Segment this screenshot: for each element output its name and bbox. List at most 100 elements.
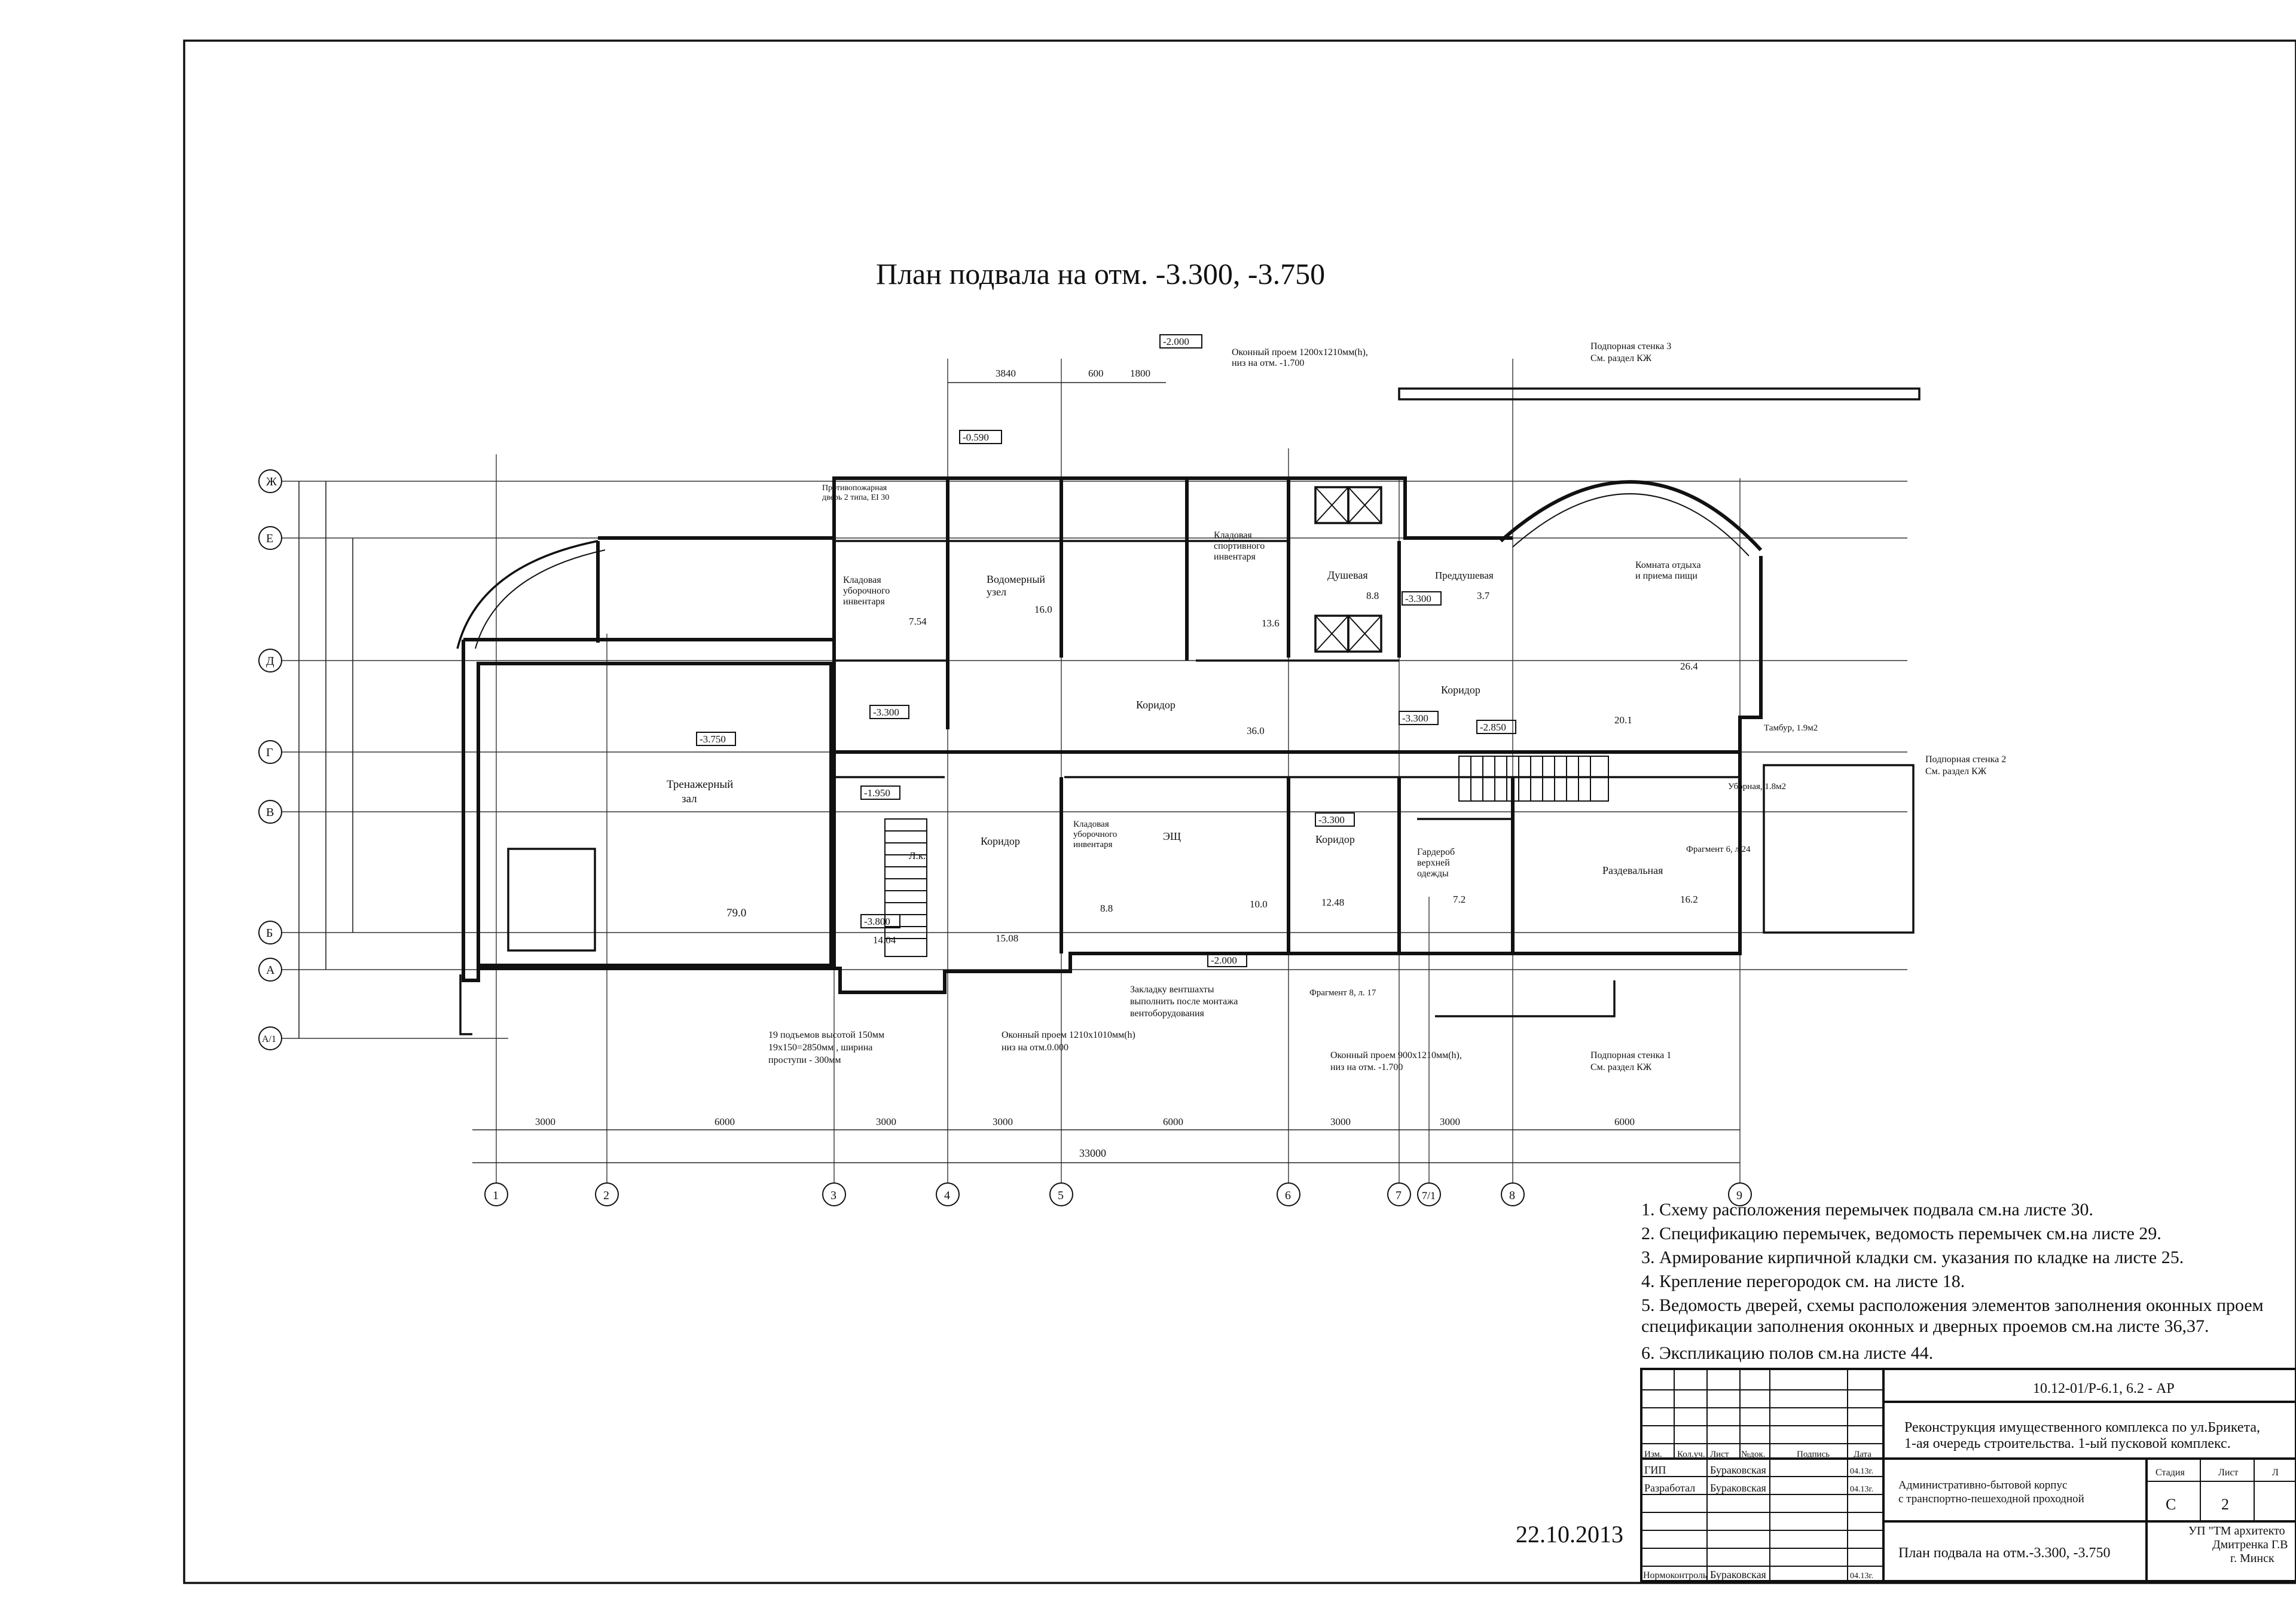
svg-text:7.2: 7.2 <box>1453 894 1465 905</box>
svg-text:6000: 6000 <box>715 1116 735 1127</box>
svg-text:Нормоконтроль: Нормоконтроль <box>1643 1570 1707 1581</box>
svg-text:Водомерный: Водомерный <box>987 573 1045 585</box>
svg-text:7: 7 <box>1396 1189 1402 1202</box>
drawing-date: 22.10.2013 <box>1516 1521 1623 1548</box>
svg-text:19х150=2850мм , ширина: 19х150=2850мм , ширина <box>768 1043 872 1053</box>
svg-text:дверь 2 типа, EI 30: дверь 2 типа, EI 30 <box>822 493 889 502</box>
svg-text:инвентаря: инвентаря <box>1073 840 1113 849</box>
svg-text:3000: 3000 <box>876 1116 896 1127</box>
svg-text:6. Экспликацию полов см.на ли: 6. Экспликацию полов см.на листе 44. <box>1641 1343 1933 1363</box>
svg-text:спортивного: спортивного <box>1214 541 1265 551</box>
svg-text:7.54: 7.54 <box>909 616 927 627</box>
svg-text:№док.: №док. <box>1741 1450 1765 1459</box>
svg-text:Бураковская: Бураковская <box>1710 1569 1766 1581</box>
svg-text:Лист: Лист <box>1710 1450 1729 1459</box>
svg-text:1800: 1800 <box>1130 368 1150 379</box>
svg-text:Кладовая: Кладовая <box>843 575 881 585</box>
svg-text:Коридор: Коридор <box>981 835 1020 847</box>
svg-text:Подпорная стенка 3: Подпорная стенка 3 <box>1590 341 1671 352</box>
svg-text:7/1: 7/1 <box>1422 1190 1436 1202</box>
svg-text:проступи - 300мм: проступи - 300мм <box>768 1055 841 1065</box>
svg-text:-2.000: -2.000 <box>1211 955 1237 966</box>
svg-text:Е: Е <box>266 532 273 545</box>
svg-text:инвентаря: инвентаря <box>1214 552 1256 562</box>
annotations: Оконный проем 1200х1210мм(h), низ на отм… <box>768 341 2006 1072</box>
svg-text:Изм.: Изм. <box>1644 1450 1662 1459</box>
svg-text:Стадия: Стадия <box>2155 1468 2185 1478</box>
svg-text:ЭЩ: ЭЩ <box>1163 830 1181 842</box>
svg-text:Противопожарная: Противопожарная <box>822 484 887 493</box>
svg-text:Д: Д <box>266 655 274 668</box>
svg-text:Коридор: Коридор <box>1441 684 1480 696</box>
svg-text:Кладовая: Кладовая <box>1073 820 1109 829</box>
svg-text:16.0: 16.0 <box>1034 604 1052 615</box>
svg-text:Комната отдыха: Комната отдыха <box>1635 560 1701 570</box>
svg-text:-1.950: -1.950 <box>864 787 890 799</box>
svg-text:Коридор: Коридор <box>1136 699 1176 711</box>
svg-text:Бураковская: Бураковская <box>1710 1464 1766 1476</box>
svg-text:13.6: 13.6 <box>1262 618 1280 629</box>
svg-text:8.8: 8.8 <box>1366 590 1379 601</box>
svg-text:Подпись: Подпись <box>1797 1450 1830 1459</box>
svg-text:04.13г.: 04.13г. <box>1850 1485 1873 1494</box>
svg-text:уборочного: уборочного <box>843 586 890 596</box>
svg-text:Душевая: Душевая <box>1327 569 1368 581</box>
general-notes: 1. Схему расположения перемычек подвала … <box>1641 1200 2264 1363</box>
svg-text:-3.300: -3.300 <box>873 707 899 718</box>
svg-text:10.12-01/Р-6.1, 6.2 - АР: 10.12-01/Р-6.1, 6.2 - АР <box>2033 1381 2175 1396</box>
svg-text:12.48: 12.48 <box>1321 897 1344 908</box>
sheet-frame <box>183 39 2296 1584</box>
svg-text:Гардероб: Гардероб <box>1417 847 1455 857</box>
svg-text:Реконструкция имущественного к: Реконструкция имущественного комплекса п… <box>1904 1420 2260 1435</box>
svg-text:16.2: 16.2 <box>1680 894 1698 905</box>
row-axis-bubbles: Ж Е Д Г В Б А А/1 <box>258 469 282 1050</box>
svg-text:Фрагмент 6, л.24: Фрагмент 6, л.24 <box>1686 845 1751 854</box>
svg-text:3000: 3000 <box>1330 1116 1351 1127</box>
svg-text:низ на отм. -1.700: низ на отм. -1.700 <box>1232 358 1304 368</box>
svg-text:04.13г.: 04.13г. <box>1850 1467 1873 1476</box>
svg-text:См. раздел КЖ: См. раздел КЖ <box>1925 766 1987 777</box>
svg-text:19 подъемов высотой 150мм: 19 подъемов высотой 150мм <box>768 1030 884 1040</box>
svg-text:1: 1 <box>493 1189 499 1202</box>
svg-text:См. раздел КЖ: См. раздел КЖ <box>1590 1062 1652 1072</box>
shower-cubicles <box>1314 486 1382 653</box>
dimension-lines: 3840 600 1800 3000 6000 3000 3000 6000 3… <box>298 368 1740 1163</box>
svg-text:9: 9 <box>1736 1189 1742 1202</box>
svg-text:Фрагмент 8, л. 17: Фрагмент 8, л. 17 <box>1309 988 1376 998</box>
svg-text:Л.к.: Л.к. <box>909 850 926 861</box>
svg-text:3.7: 3.7 <box>1477 590 1490 601</box>
svg-text:Оконный проем 1200х1210мм(h),: Оконный проем 1200х1210мм(h), <box>1232 347 1368 357</box>
svg-text:инвентаря: инвентаря <box>843 597 886 607</box>
svg-text:10.0: 10.0 <box>1250 898 1268 910</box>
column-axis-bubbles: 1 2 3 4 5 6 7 7/1 8 9 <box>484 1182 1752 1206</box>
svg-text:Раздевальная: Раздевальная <box>1602 864 1663 876</box>
svg-text:3. Армирование кирпичной кладк: 3. Армирование кирпичной кладки см. указ… <box>1641 1248 2184 1267</box>
svg-text:А/1: А/1 <box>262 1034 276 1044</box>
svg-text:5. Ведомость дверей, схемы р: 5. Ведомость дверей, схемы расположения … <box>1641 1295 2264 1315</box>
svg-text:одежды: одежды <box>1417 869 1449 879</box>
svg-text:Административно-бытовой корпус: Административно-бытовой корпус <box>1898 1479 2067 1491</box>
svg-text:Подпорная стенка 1: Подпорная стенка 1 <box>1590 1050 1671 1060</box>
svg-text:3: 3 <box>831 1189 836 1202</box>
svg-text:8.8: 8.8 <box>1100 903 1113 914</box>
svg-text:20.1: 20.1 <box>1614 714 1632 726</box>
retaining-walls <box>459 387 1921 1035</box>
svg-text:В: В <box>266 806 274 819</box>
svg-text:-2.850: -2.850 <box>1480 722 1506 733</box>
svg-text:вентоборудования: вентоборудования <box>1130 1008 1205 1019</box>
svg-text:14.04: 14.04 <box>873 934 896 946</box>
svg-text:1. Схему расположения перемы: 1. Схему расположения перемычек подвала … <box>1641 1200 2093 1219</box>
svg-text:низ на отм. -1.700: низ на отм. -1.700 <box>1330 1062 1403 1072</box>
svg-text:Преддушевая: Преддушевая <box>1435 570 1494 581</box>
svg-text:Тренажерный: Тренажерный <box>667 778 733 791</box>
title-block: Изм. Кол.уч. Лист №док. Подпись Дата ГИП… <box>1640 1368 2296 1582</box>
room-labels: Тренажерный зал 79.0 Кладовая уборочного… <box>667 530 1701 946</box>
svg-text:6000: 6000 <box>1163 1116 1183 1127</box>
svg-text:36.0: 36.0 <box>1247 725 1265 736</box>
svg-text:Уборная, 1.8м2: Уборная, 1.8м2 <box>1728 782 1786 791</box>
svg-text:-3.800: -3.800 <box>864 916 890 927</box>
svg-text:Разработал: Разработал <box>1644 1482 1695 1494</box>
svg-text:спецификации заполнения окон: спецификации заполнения оконных и дверны… <box>1641 1316 2209 1336</box>
drawing-title: План подвала на отм. -3.300, -3.750 <box>876 257 1325 291</box>
